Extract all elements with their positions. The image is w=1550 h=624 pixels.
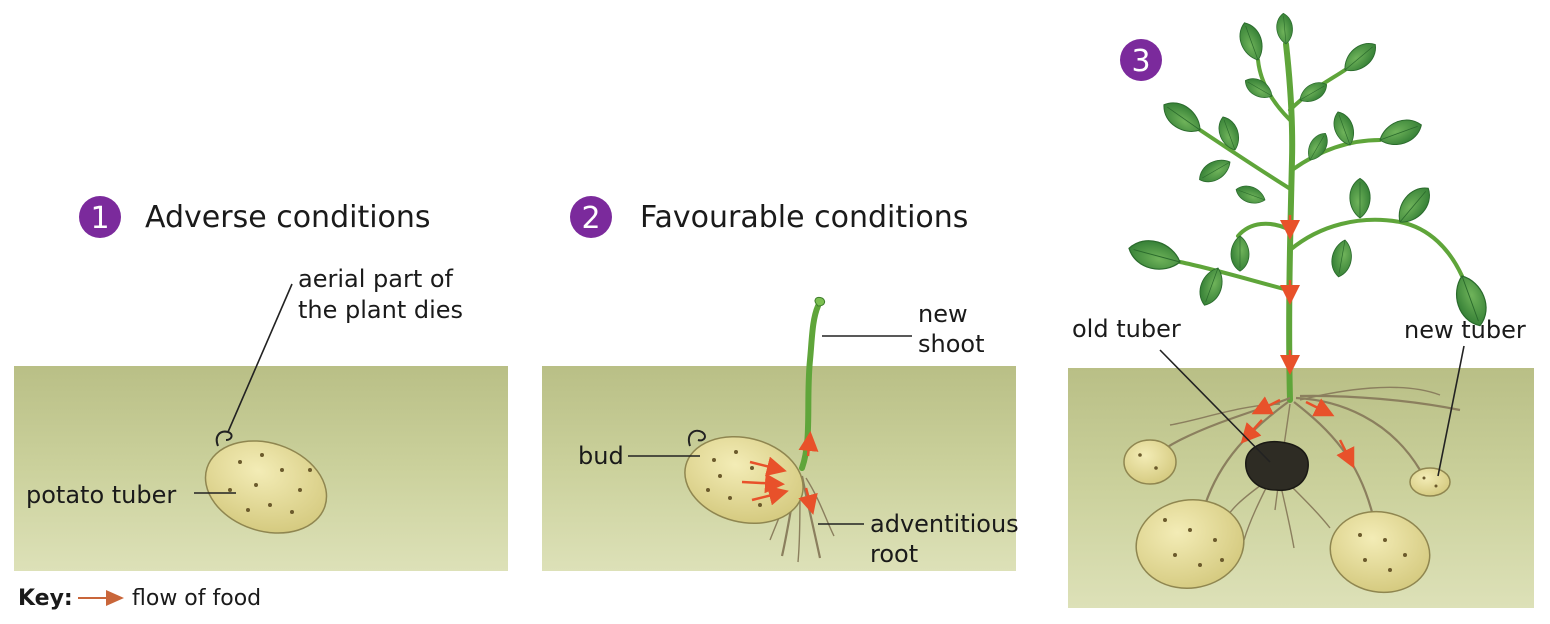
soil-block-3 [1068, 368, 1534, 608]
key-title: Key: [18, 586, 73, 611]
new-tubers [1123, 439, 1451, 594]
bud-sprout [688, 429, 706, 447]
new-tuber-left-large [1135, 499, 1245, 589]
panel-2-title: Favourable conditions [640, 200, 968, 235]
panel-3-badge [1120, 39, 1162, 81]
mature-plant-stem [1283, 41, 1296, 403]
potato-tuber-1 [204, 440, 328, 534]
potato-tuber-label: potato tuber [26, 481, 176, 509]
adventitious-label-line-2: root [870, 540, 918, 568]
aerial-leader-line [227, 283, 293, 433]
new-tuber-label: new tuber [1404, 316, 1526, 344]
new-tuber-eyes [1138, 453, 1438, 572]
key-description: flow of food [132, 586, 261, 611]
key-legend: Key: flow of food [18, 586, 261, 611]
new-shoot-label-line-1: new [918, 300, 968, 328]
panel-2-number: 2 [581, 201, 600, 236]
panel-2: 2 Favourable conditions [570, 196, 1019, 568]
panel-3-number: 3 [1131, 44, 1150, 79]
aerial-label-line-1: aerial part of [298, 265, 454, 293]
old-tuber-label: old tuber [1072, 315, 1181, 343]
old-tuber-shrivelled [1245, 440, 1309, 492]
adventitious-label-line-1: adventitious [870, 510, 1019, 538]
shoot-tip [814, 297, 826, 307]
panel-3: 3 [1072, 12, 1526, 594]
new-tuber-right-small [1409, 467, 1451, 497]
panel-1-badge [79, 196, 121, 238]
new-tuber-right-large [1329, 510, 1431, 594]
panel-1-number: 1 [90, 201, 109, 236]
tuber-eyes-1 [228, 453, 312, 514]
food-flow-arrows-3 [1240, 215, 1355, 469]
new-shoot-label-line-2: shoot [918, 330, 985, 358]
new-tuber-left-small [1123, 439, 1177, 485]
aerial-label-line-2: the plant dies [298, 296, 463, 324]
plant-leaves [1124, 12, 1494, 331]
panel-2-badge [570, 196, 612, 238]
new-tuber-leader-line [1437, 345, 1465, 477]
bud-label: bud [578, 442, 624, 470]
old-tuber-leader-line [1159, 349, 1271, 463]
panel-1-title: Adverse conditions [145, 200, 431, 235]
panel-1: 1 Adverse conditions aerial part of the … [26, 196, 463, 534]
food-flow-arrows-2 [741, 431, 819, 515]
